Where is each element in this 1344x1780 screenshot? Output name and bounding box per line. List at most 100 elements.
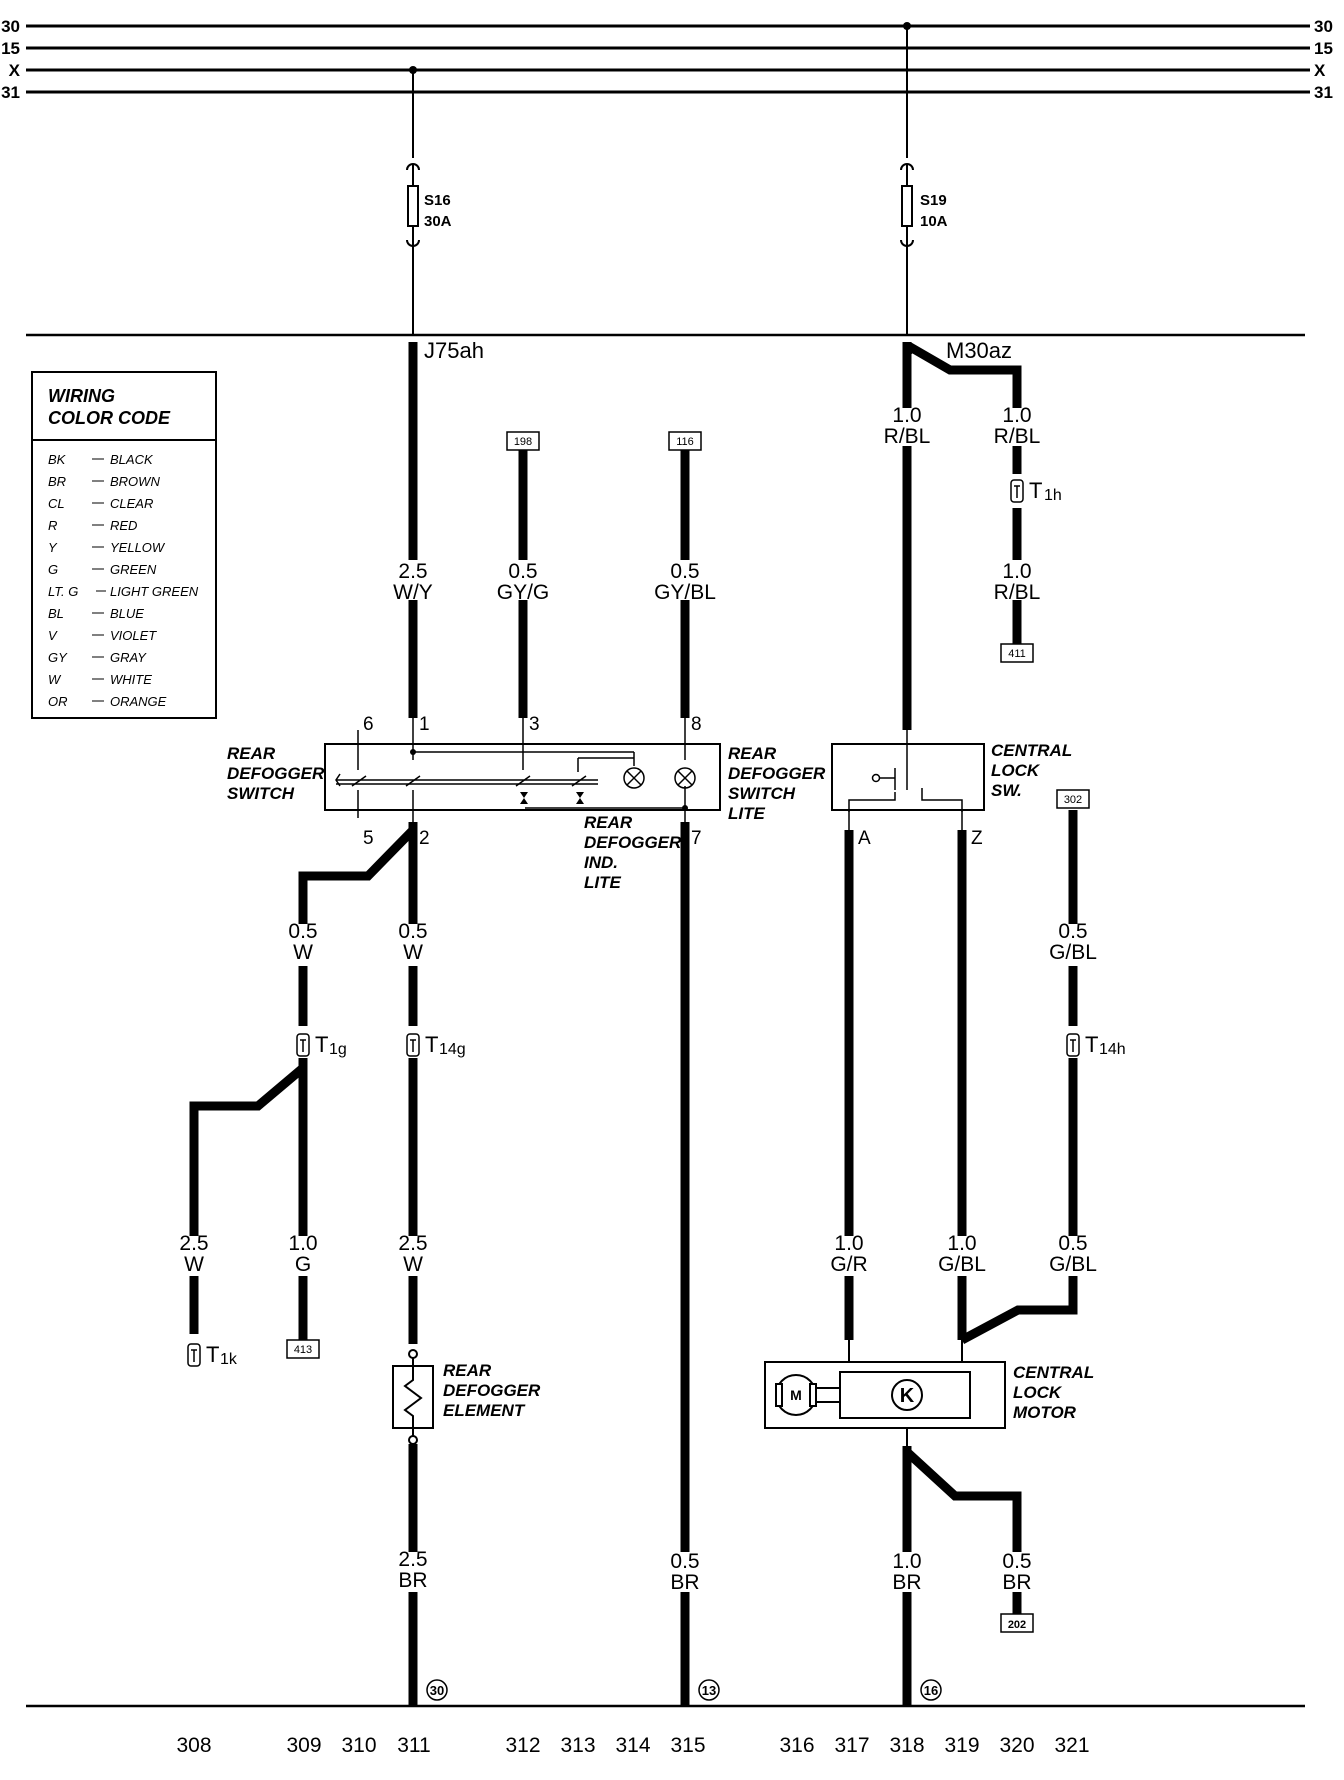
connector-label-t14h: T [1085, 1032, 1098, 1057]
fuse-s19-name: S19 [920, 192, 947, 209]
switch-lamp-ind [623, 767, 645, 789]
label-central-lock-sw: CENTRAL LOCK SW. [991, 741, 1072, 800]
grid-coordinate: 321 [1054, 1734, 1089, 1757]
legend-name: YELLOW [110, 540, 166, 555]
legend-title-line-1: WIRING [48, 386, 115, 406]
svg-text:SW.: SW. [991, 781, 1022, 800]
pin-7: 7 [691, 828, 702, 849]
svg-text:LITE: LITE [728, 804, 765, 823]
rear-defogger-element [392, 1349, 434, 1445]
ref-label-116: 116 [676, 436, 694, 448]
ref-label-198: 198 [514, 436, 532, 448]
wire-color-gybl: GY/BL [654, 581, 716, 604]
ref-box-198 [506, 431, 540, 451]
ref-label-202: 202 [1008, 1619, 1026, 1631]
grid-coordinate: 318 [889, 1734, 924, 1757]
grid-coordinate: 317 [834, 1734, 869, 1757]
connector-t14g-icon [406, 1033, 420, 1057]
wire-gauge-rbl-lower: 1.0 [1002, 560, 1031, 583]
legend-name: CLEAR [110, 496, 153, 511]
svg-text:CENTRAL: CENTRAL [991, 741, 1072, 760]
wire-gauge-w-pin2: 0.5 [398, 920, 427, 943]
ground-refs [426, 1679, 942, 1701]
ref-label-411: 411 [1008, 648, 1026, 660]
label-central-lock-motor: CENTRAL LOCK MOTOR [1013, 1363, 1094, 1422]
wire-color-rbl-lower: R/BL [994, 581, 1041, 604]
bus-label-x-right: X [1314, 61, 1326, 80]
svg-text:MOTOR: MOTOR [1013, 1403, 1077, 1422]
wire-color-gbl-right: G/BL [1049, 1253, 1097, 1276]
grid-coordinate: 313 [560, 1734, 595, 1757]
wire-gauge-gr: 1.0 [834, 1232, 863, 1255]
wire-gauge-br-motor: 1.0 [892, 1550, 921, 1573]
ref-box-202 [1000, 1613, 1034, 1633]
legend-name: BROWN [110, 474, 160, 489]
switch-lamp-lite [674, 767, 696, 789]
wire-color-br-motor: BR [892, 1571, 921, 1594]
connector-t1g-icon [296, 1033, 310, 1057]
bus-lines [26, 24, 1310, 94]
ground-ref-16: 16 [924, 1683, 938, 1698]
wire-gauge-br-202: 0.5 [1002, 1550, 1031, 1573]
wire-gauge-w-far: 2.5 [179, 1232, 208, 1255]
connector-label-j75ah: J75ah [424, 338, 484, 363]
legend-name: BLACK [110, 452, 154, 467]
grid-coordinate: 319 [944, 1734, 979, 1757]
wire-color-br-pin7: BR [670, 1571, 699, 1594]
ref-box-116 [668, 431, 702, 451]
wire-gauge-gyg: 0.5 [508, 560, 537, 583]
ref-box-413 [286, 1339, 320, 1359]
grid-coordinate: 315 [670, 1734, 705, 1757]
svg-text:REAR: REAR [728, 744, 777, 763]
legend-name: GRAY [110, 650, 147, 665]
fuse-s16-branch [406, 70, 420, 335]
legend-code: CL [48, 496, 65, 511]
wire-color-jw: W/Y [393, 581, 433, 604]
label-rear-defogger-switch: REAR DEFOGGER SWITCH [227, 744, 325, 803]
wire-color-g: G [295, 1253, 311, 1276]
svg-text:DEFOGGER: DEFOGGER [728, 764, 826, 783]
wire-gauge-rbl-main: 1.0 [892, 404, 921, 427]
bus-labels-right: 30 15 X 31 [1314, 17, 1333, 102]
legend-name: WHITE [110, 672, 152, 687]
svg-text:LOCK: LOCK [1013, 1383, 1063, 1402]
fuse-s19-branch [900, 26, 914, 335]
connector-label-t1g-sub: 1g [329, 1041, 347, 1058]
connector-label-t1k: T [206, 1342, 219, 1367]
wire-gauge-gbl-z: 1.0 [947, 1232, 976, 1255]
legend-name: VIOLET [110, 628, 157, 643]
svg-text:IND.: IND. [584, 853, 618, 872]
wire-color-gyg: GY/G [497, 581, 550, 604]
legend-name: ORANGE [110, 694, 167, 709]
ground-ref-30-icon [426, 1679, 448, 1701]
legend-name: RED [110, 518, 137, 533]
ground-ref-13-icon [698, 1679, 720, 1701]
ground-ref-13: 13 [702, 1683, 716, 1698]
connector-label-t1h-sub: 1h [1044, 487, 1062, 504]
legend-code: Y [48, 540, 58, 555]
grid-coordinate: 310 [341, 1734, 376, 1757]
svg-text:REAR: REAR [584, 813, 633, 832]
bus-label-15-left: 15 [1, 39, 20, 58]
connector-label-t1g: T [315, 1032, 328, 1057]
thick-wires [189, 342, 1078, 1706]
reference-boxes [286, 431, 1090, 1633]
connector-t14h-icon [1066, 1033, 1080, 1057]
wire-color-w-pin2: W [403, 941, 423, 964]
legend-code: V [48, 628, 58, 643]
pin-6: 6 [363, 714, 374, 735]
bus-label-30-left: 30 [1, 17, 20, 36]
svg-text:SWITCH: SWITCH [227, 784, 295, 803]
pin-3: 3 [529, 714, 540, 735]
pin-a: A [858, 828, 871, 849]
connector-symbols [187, 479, 1080, 1367]
legend-code: R [48, 518, 57, 533]
bus-label-31-left: 31 [1, 83, 20, 102]
legend-name: GREEN [110, 562, 157, 577]
svg-text:REAR: REAR [227, 744, 276, 763]
color-code-legend: WIRING COLOR CODE BK BLACK BR BROWN CL C… [31, 371, 217, 719]
fuse-s16-rating: 30A [424, 213, 452, 230]
label-rear-defogger-switch-lite: REAR DEFOGGER SWITCH LITE [728, 744, 826, 823]
grid-coordinates: 308 309 310 311 312 313 314 315 316 317 … [176, 1734, 1089, 1757]
fuse-s19-body [901, 185, 913, 227]
